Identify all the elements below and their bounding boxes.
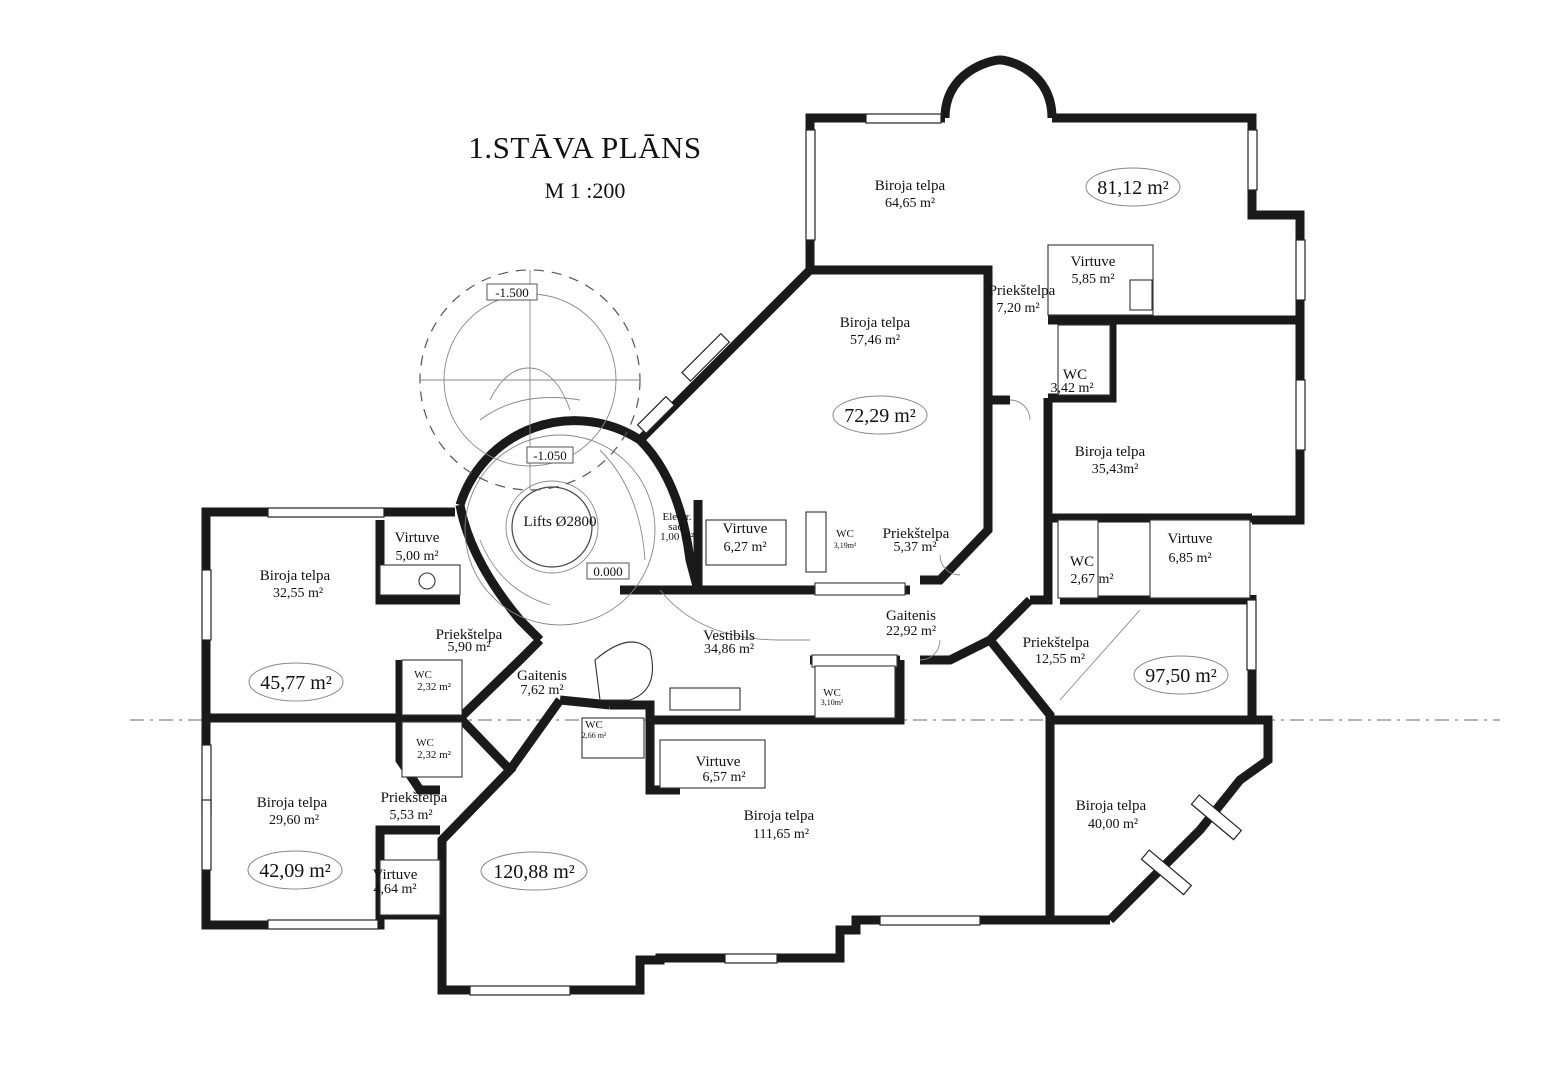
room-name: Biroja telpa [1076, 798, 1147, 814]
total-area: 120,88 m² [493, 861, 575, 883]
total-areas: 81,12 m² 72,29 m² 45,77 m² 97,50 m² 42,0… [247, 167, 1229, 891]
room-area: 2,66 m² [582, 731, 607, 740]
room-name: Virtuve [723, 521, 768, 537]
room-name: Virtuve [1168, 531, 1213, 547]
room-name: Virtuve [696, 754, 741, 770]
room-area: 22,92 m² [886, 624, 936, 639]
room-area: 32,55 m² [273, 586, 323, 601]
total-area: 45,77 m² [260, 672, 332, 694]
room-name: Biroja telpa [744, 808, 815, 824]
level-mark: -1.500 [495, 285, 529, 300]
room-name: WC [1063, 367, 1087, 383]
room-area: 5,90 m² [447, 640, 490, 655]
total-area: 42,09 m² [259, 860, 331, 882]
room-name: Biroja telpa [260, 568, 331, 584]
room-name: Biroja telpa [1075, 444, 1146, 460]
room-name: Biroja telpa [875, 178, 946, 194]
room-area: 35,43m² [1092, 462, 1139, 477]
room-area: 2,67 m² [1070, 572, 1113, 587]
room-area: 6,85 m² [1168, 551, 1211, 566]
room-name: Priekštelpa [989, 283, 1056, 299]
room-name: WC [1070, 554, 1094, 570]
room-name: WC [836, 528, 854, 540]
level-mark: -1.050 [533, 448, 567, 463]
room-area: 7,20 m² [996, 301, 1039, 316]
room-name: Priekštelpa [883, 526, 950, 542]
room-area: 3,19m² [834, 541, 857, 550]
room-area: 3,10m² [821, 698, 844, 707]
room-name: Gaitenis [886, 608, 936, 624]
elektr-label: Elektr. [662, 511, 691, 523]
elektr-label: sad. [668, 521, 686, 533]
room-area: 7,62 m² [520, 683, 563, 698]
total-area: 72,29 m² [844, 405, 916, 427]
room-area: 6,27 m² [723, 540, 766, 555]
room-name: WC [416, 737, 434, 749]
room-area: 5,00 m² [395, 549, 438, 564]
room-name: WC [823, 687, 841, 699]
room-name: Vestibils [703, 628, 755, 644]
room-area: 3,42 m² [1050, 381, 1093, 396]
plan-scale: M 1 :200 [545, 178, 626, 203]
room-area: 111,65 m² [753, 827, 809, 842]
room-name: Biroja telpa [840, 315, 911, 331]
bay-window-wall [940, 55, 1057, 119]
room-name: Virtuve [395, 530, 440, 546]
total-area: 97,50 m² [1145, 665, 1217, 687]
room-area: 6,57 m² [702, 770, 745, 785]
room-name: Biroja telpa [257, 795, 328, 811]
room-area: 2,32 m² [417, 681, 452, 693]
room-area: 29,60 m² [269, 813, 319, 828]
room-area: 64,65 m² [885, 196, 935, 211]
windows [201, 113, 1306, 996]
room-area: 5,85 m² [1071, 272, 1114, 287]
room-name: Virtuve [373, 867, 418, 883]
room-name: Priekštelpa [381, 790, 448, 806]
room-area: 5,37 m² [893, 540, 936, 555]
lift-label: Lifts Ø2800 [524, 514, 597, 530]
room-name: WC [414, 669, 432, 681]
elektr-label: 1,00 m² [660, 531, 695, 543]
room-name: Virtuve [1071, 254, 1116, 270]
total-area: 81,12 m² [1097, 177, 1169, 199]
plan-title: 1.STĀVA PLĀNS [468, 130, 701, 165]
room-area: 57,46 m² [850, 333, 900, 348]
fixtures [379, 244, 1251, 916]
room-name: Gaitenis [517, 668, 567, 684]
level-mark: 0.000 [593, 564, 622, 579]
room-area: 12,55 m² [1035, 652, 1085, 667]
room-area: 2,32 m² [417, 749, 452, 761]
room-area: 34,86 m² [704, 642, 754, 657]
room-area: 40,00 m² [1088, 817, 1138, 832]
room-name: Priekštelpa [1023, 635, 1090, 651]
room-area: 4,64 m² [373, 882, 416, 897]
room-name: WC [585, 719, 603, 731]
room-name: Priekštelpa [436, 627, 503, 643]
room-area: 5,53 m² [389, 808, 432, 823]
room-labels: Biroja telpa 64,65 m² Biroja telpa 57,46… [257, 178, 1213, 897]
